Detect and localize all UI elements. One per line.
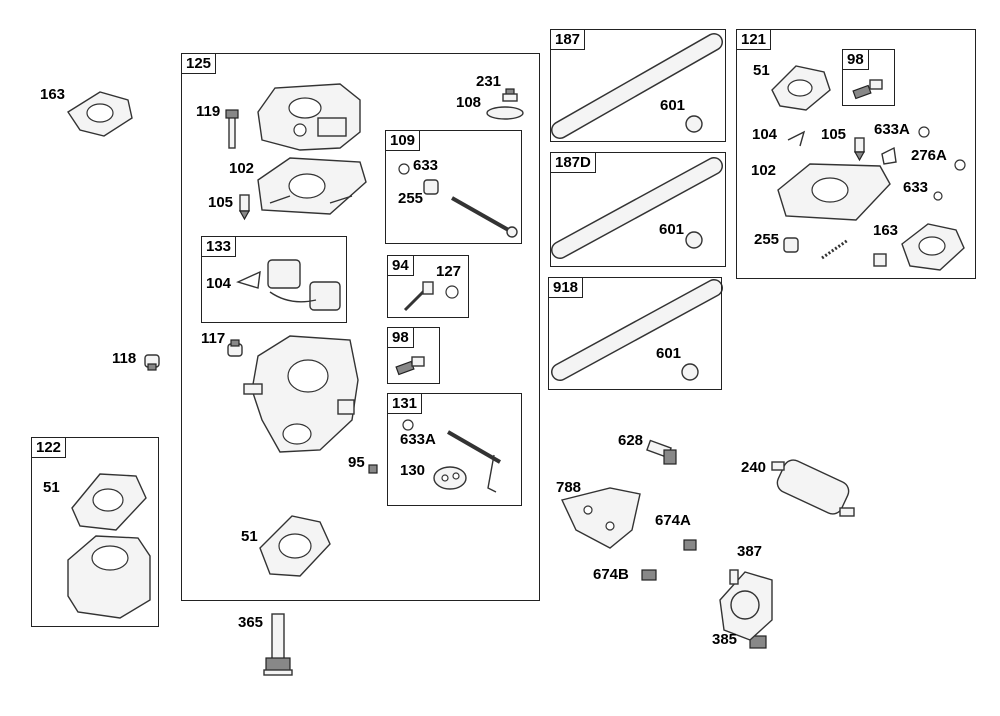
part-98-left-contents bbox=[395, 356, 425, 376]
box-109: 109 bbox=[385, 130, 522, 244]
callout-788: 788 bbox=[556, 479, 582, 496]
box-131: 131 bbox=[387, 393, 522, 506]
callout-255-box121: 255 bbox=[754, 231, 780, 248]
callout-255-box109: 255 bbox=[398, 190, 424, 207]
box-187d: 187D bbox=[550, 152, 726, 267]
callout-674a: 674A bbox=[655, 512, 691, 529]
callout-365: 365 bbox=[238, 614, 264, 631]
part-121-contents bbox=[771, 65, 966, 271]
callout-51-main: 51 bbox=[241, 528, 258, 545]
hose-187d bbox=[551, 157, 723, 259]
box-121: 121 bbox=[736, 29, 976, 279]
callout-130: 130 bbox=[400, 462, 426, 479]
box-133: 133 bbox=[201, 236, 347, 323]
callout-633-box121: 633 bbox=[903, 179, 929, 196]
plate-102 bbox=[257, 157, 367, 215]
callout-102-box121: 102 bbox=[751, 162, 777, 179]
part-674b bbox=[641, 569, 657, 581]
callout-387: 387 bbox=[737, 543, 763, 560]
box-label-98-right: 98 bbox=[843, 50, 869, 70]
callout-633-box109: 633 bbox=[413, 157, 439, 174]
callout-240: 240 bbox=[741, 459, 767, 476]
box-label-125: 125 bbox=[182, 54, 217, 74]
callout-51-box122: 51 bbox=[43, 479, 60, 496]
box-label-131: 131 bbox=[388, 394, 423, 414]
part-122-contents bbox=[67, 473, 151, 619]
box-label-187: 187 bbox=[551, 30, 586, 50]
fuel-filter-240 bbox=[771, 459, 855, 517]
box-918: 918 bbox=[548, 277, 722, 390]
callout-127: 127 bbox=[436, 263, 462, 280]
part-117 bbox=[227, 339, 243, 357]
callout-601-box187: 601 bbox=[660, 97, 686, 114]
callout-105-box121: 105 bbox=[821, 126, 847, 143]
part-231 bbox=[502, 88, 518, 102]
part-133-contents bbox=[236, 259, 341, 311]
part-385 bbox=[749, 635, 767, 649]
box-label-918: 918 bbox=[549, 278, 584, 298]
carburetor-top-cover bbox=[257, 83, 361, 151]
screw-119 bbox=[225, 109, 239, 149]
part-131-contents bbox=[402, 419, 501, 493]
gasket-163-left bbox=[67, 91, 133, 137]
hose-187 bbox=[551, 33, 723, 139]
part-94-contents bbox=[403, 281, 459, 312]
box-label-94: 94 bbox=[388, 256, 414, 276]
box-122: 122 bbox=[31, 437, 159, 627]
callout-163-left: 163 bbox=[40, 86, 66, 103]
box-label-121: 121 bbox=[737, 30, 772, 50]
callout-601-box187d: 601 bbox=[659, 221, 685, 238]
fuel-pump-387 bbox=[719, 569, 773, 641]
part-109-contents bbox=[398, 163, 518, 238]
callout-628: 628 bbox=[618, 432, 644, 449]
callout-633a-box121: 633A bbox=[874, 121, 910, 138]
carburetor-body bbox=[243, 335, 359, 453]
callout-163-box121: 163 bbox=[873, 222, 899, 239]
box-125: 125 bbox=[181, 53, 540, 601]
box-label-98-left: 98 bbox=[388, 328, 414, 348]
callout-102-main: 102 bbox=[229, 160, 255, 177]
bolt-628 bbox=[646, 439, 677, 465]
callout-104-box133: 104 bbox=[206, 275, 232, 292]
callout-108: 108 bbox=[456, 94, 482, 111]
box-98-left: 98 bbox=[387, 327, 440, 384]
bolt-365 bbox=[263, 613, 293, 676]
callout-385: 385 bbox=[712, 631, 738, 648]
callout-105-main: 105 bbox=[208, 194, 234, 211]
box-label-133: 133 bbox=[202, 237, 237, 257]
box-label-122: 122 bbox=[32, 438, 67, 458]
callout-95: 95 bbox=[348, 454, 365, 471]
box-label-187d: 187D bbox=[551, 153, 596, 173]
callout-118: 118 bbox=[112, 350, 137, 367]
callout-276a: 276A bbox=[911, 147, 947, 164]
part-674a bbox=[683, 539, 697, 551]
part-95 bbox=[368, 464, 378, 474]
box-label-109: 109 bbox=[386, 131, 421, 151]
gasket-51-main bbox=[259, 515, 331, 577]
hose-918 bbox=[551, 279, 723, 381]
callout-633a-box131: 633A bbox=[400, 431, 436, 448]
callout-674b: 674B bbox=[593, 566, 629, 583]
callout-601-box918: 601 bbox=[656, 345, 682, 362]
box-98-right: 98 bbox=[842, 49, 895, 106]
callout-104-box121: 104 bbox=[752, 126, 778, 143]
needle-105 bbox=[238, 194, 251, 221]
bracket-788 bbox=[561, 487, 641, 549]
part-118 bbox=[144, 354, 160, 371]
box-187: 187 bbox=[550, 29, 726, 142]
callout-117: 117 bbox=[201, 330, 226, 347]
box-94: 94 bbox=[387, 255, 469, 318]
part-108 bbox=[486, 106, 524, 120]
callout-231: 231 bbox=[476, 73, 502, 90]
callout-51-box121: 51 bbox=[753, 62, 770, 79]
callout-119: 119 bbox=[196, 103, 221, 120]
